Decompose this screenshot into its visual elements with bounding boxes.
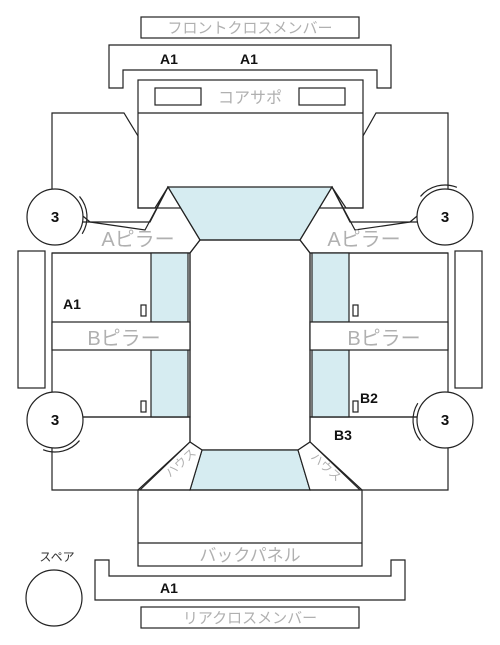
roof: [189, 239, 311, 451]
wheel-front-left-code: 3: [51, 209, 59, 226]
b-pillar-right: [309, 321, 449, 351]
rear-cross-member-box: [140, 606, 360, 629]
wheel-rear-left-code: 3: [51, 412, 59, 429]
spare-tire: [25, 569, 83, 627]
wheel-rear-left: 3: [22, 387, 88, 453]
door-handle-right-front: [352, 304, 359, 317]
rear-bumper: [94, 559, 406, 601]
b-pillar-left: [51, 321, 191, 351]
core-support-slot-left: [154, 87, 202, 106]
left-side-code: A1: [63, 296, 81, 312]
spare-label: スペア: [39, 550, 74, 564]
door-handle-left-front: [140, 304, 147, 317]
b-pillar-label-left: Bピラー: [87, 328, 160, 350]
front-cross-code-left: A1: [160, 51, 178, 67]
wheel-front-right: 3: [412, 184, 478, 250]
door-handle-right-rear: [352, 400, 359, 413]
front-cross-member-label: フロントクロスメンバー: [167, 20, 332, 37]
right-rear-code-b3: B3: [334, 427, 352, 443]
left-rocker-panel: [17, 250, 46, 389]
right-rocker-panel: [454, 250, 483, 389]
front-cross-code-right: A1: [240, 51, 258, 67]
back-panel-label: バックパネル: [199, 546, 300, 565]
rear-cross-member-label: リアクロスメンバー: [183, 610, 317, 627]
left-front-window: [150, 252, 189, 323]
b-pillar-label-right: Bピラー: [347, 328, 420, 350]
wheel-front-left: 3: [22, 184, 88, 250]
door-handle-left-rear: [140, 400, 147, 413]
front-cross-member-box: [140, 16, 360, 39]
wheel-front-right-code: 3: [441, 209, 449, 226]
right-rear-code-b2: B2: [360, 390, 378, 406]
core-support-label: コアサポ: [218, 89, 282, 107]
core-support-slot-right: [298, 87, 346, 106]
windshield: [166, 186, 334, 241]
rear-cross-code: A1: [160, 580, 178, 596]
right-rear-window: [311, 349, 350, 418]
wheel-rear-right-code: 3: [441, 412, 449, 429]
wheel-rear-right: 3: [412, 387, 478, 453]
a-pillar-label-right: Aピラー: [327, 229, 400, 251]
rear-left-quarter: [51, 416, 191, 491]
left-rear-window: [150, 349, 189, 418]
a-pillar-label-left: Aピラー: [101, 229, 174, 251]
trunk: [137, 489, 363, 567]
rear-window: [189, 449, 311, 491]
right-front-window: [311, 252, 350, 323]
front-bumper: [108, 44, 392, 89]
rear-right-quarter: [309, 416, 449, 491]
